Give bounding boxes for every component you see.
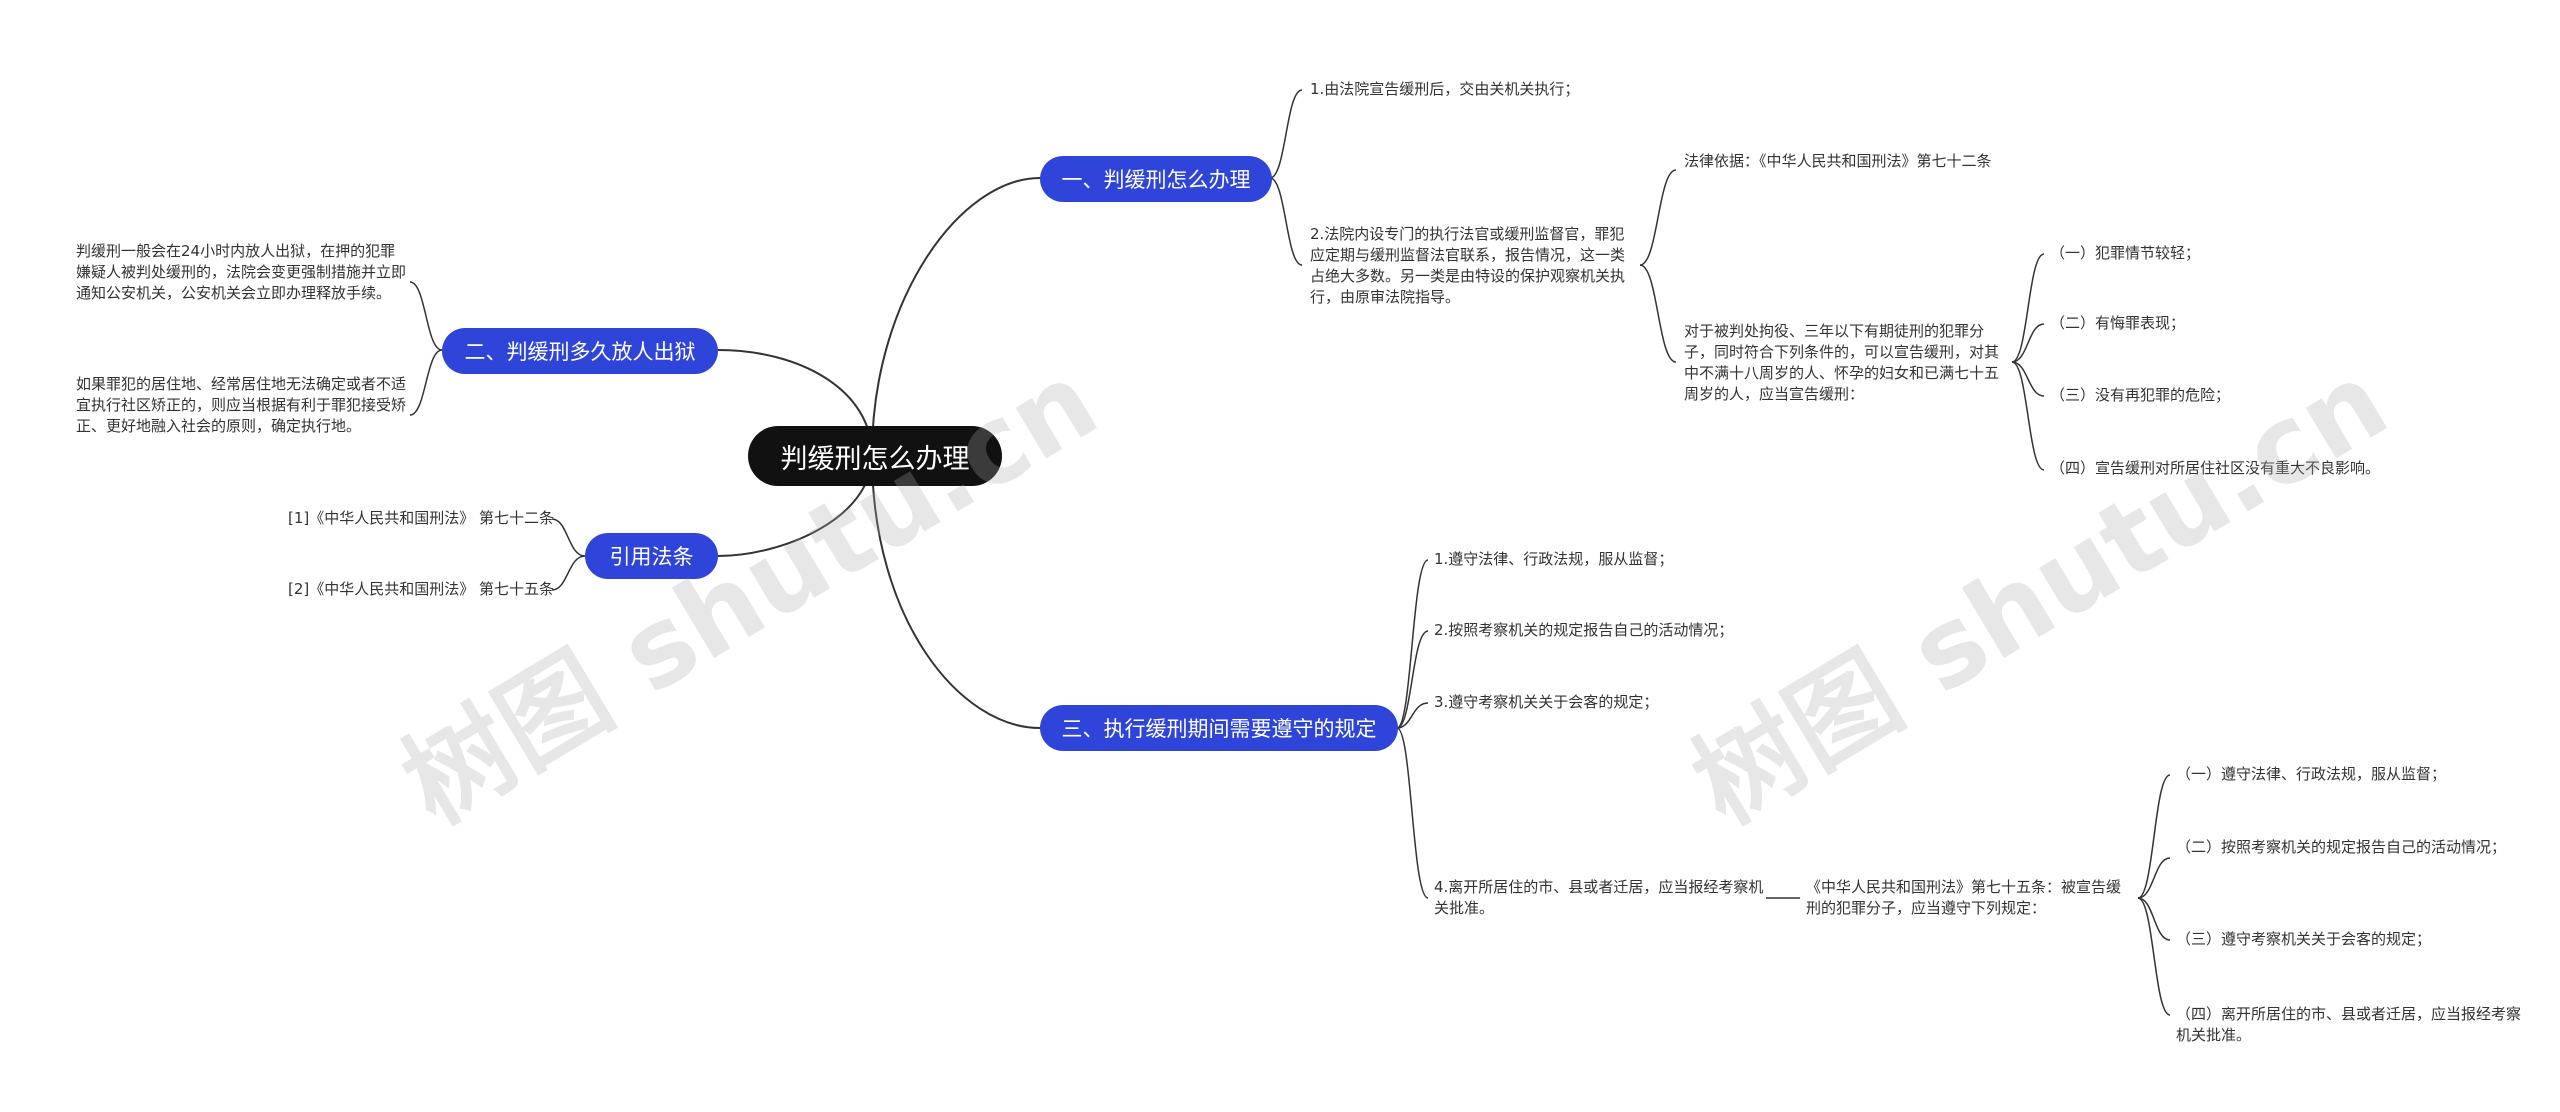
link-article-s3 [2137, 897, 2171, 941]
link-i2-conditions [1639, 264, 1677, 363]
link-article-s1 [2137, 774, 2171, 899]
leaf-rule-4: 4.离开所居住的市、县或者迁居，应当报经考察机关批准。 [1434, 878, 1764, 917]
leaf-release-24h: 判缓刑一般会在24小时内放人出狱，在押的犯罪嫌疑人被判处缓刑的，法院会变更强制措… [76, 242, 407, 302]
link-b2-i2 [409, 349, 443, 416]
leaf-probation-conditions: 对于被判处拘役、三年以下有期徒刑的犯罪分子，同时符合下列条件的，可以宣告缓刑，对… [1684, 322, 2000, 403]
branch-how-to-handle[interactable]: 一、判缓刑怎么办理 [1040, 156, 1272, 202]
branch-release-time[interactable]: 二、判缓刑多久放人出狱 [442, 328, 718, 374]
link-b3-i2 [551, 555, 586, 591]
link-b3-i1 [551, 518, 586, 557]
link-cond-c4 [2011, 361, 2045, 471]
link-b1-i2 [1269, 177, 1303, 266]
link-cond-c1 [2011, 253, 2045, 363]
leaf-court-announce: 1.由法院宣告缓刑后，交由关机关执行； [1310, 80, 1580, 98]
leaf-condition-3: （三）没有再犯罪的危险； [2050, 386, 2231, 404]
link-b4-i2 [1396, 630, 1429, 729]
leaf-condition-1: （一）犯罪情节较轻； [2050, 244, 2201, 262]
link-cond-c2 [2011, 323, 2045, 363]
leaf-sub-rule-1: （一）遵守法律、行政法规，服从监督； [2176, 765, 2447, 783]
link-article-s4 [2137, 897, 2171, 1016]
branch-cited-laws[interactable]: 引用法条 [585, 533, 718, 579]
branch-label: 引用法条 [609, 545, 694, 569]
leaf-rule-2: 2.按照考察机关的规定报告自己的活动情况； [1434, 621, 1734, 639]
link-b1-i1 [1269, 89, 1303, 179]
link-b4-i1 [1396, 559, 1429, 729]
leaf-rule-3: 3.遵守考察机关关于会客的规定； [1434, 693, 1659, 711]
branch-label: 三、执行缓刑期间需要遵守的规定 [1061, 717, 1377, 741]
link-root-b1 [871, 177, 1041, 456]
leaf-rule-1: 1.遵守法律、行政法规，服从监督； [1434, 550, 1674, 568]
link-b2-i1 [409, 281, 443, 351]
link-article-s2 [2137, 857, 2171, 899]
leaf-residence-undetermined: 如果罪犯的居住地、经常居住地无法确定或者不适宜执行社区矫正的，则应当根据有利于罪… [76, 375, 407, 435]
leaf-execution-officer: 2.法院内设专门的执行法官或缓刑监督官，罪犯应定期与缓刑监督法官联系，报告情况，… [1310, 225, 1626, 306]
leaf-sub-rule-2: （二）按照考察机关的规定报告自己的活动情况； [2176, 838, 2507, 856]
leaf-law-article-75: [2]《中华人民共和国刑法》 第七十五条 [287, 580, 554, 598]
leaf-sub-rule-4: （四）离开所居住的市、县或者迁居，应当报经考察机关批准。 [2176, 1005, 2522, 1044]
link-b4-i4 [1396, 727, 1429, 899]
leaf-law-article-72: [1]《中华人民共和国刑法》 第七十二条 [287, 509, 554, 527]
link-root-b4 [871, 454, 1041, 729]
root-topic[interactable]: 判缓刑怎么办理 [748, 426, 1002, 486]
branch-label: 一、判缓刑怎么办理 [1061, 168, 1251, 192]
leaf-condition-4: （四）宣告缓刑对所居住社区没有重大不良影响。 [2050, 459, 2381, 477]
branch-probation-rules[interactable]: 三、执行缓刑期间需要遵守的规定 [1040, 705, 1398, 751]
link-b4-i3 [1396, 702, 1429, 729]
leaf-article-75-text: 《中华人民共和国刑法》第七十五条：被宣告缓刑的犯罪分子，应当遵守下列规定： [1806, 878, 2122, 917]
leaf-condition-2: （二）有悔罪表现； [2050, 314, 2186, 332]
leaf-sub-rule-3: （三）遵守考察机关关于会客的规定； [2176, 930, 2432, 948]
root-topic-label: 判缓刑怎么办理 [780, 443, 970, 475]
branch-label: 二、判缓刑多久放人出狱 [464, 340, 696, 364]
leaf-legal-basis: 法律依据：《中华人民共和国刑法》第七十二条 [1684, 152, 1992, 170]
link-i2-basis [1639, 169, 1677, 266]
link-cond-c3 [2011, 361, 2045, 397]
